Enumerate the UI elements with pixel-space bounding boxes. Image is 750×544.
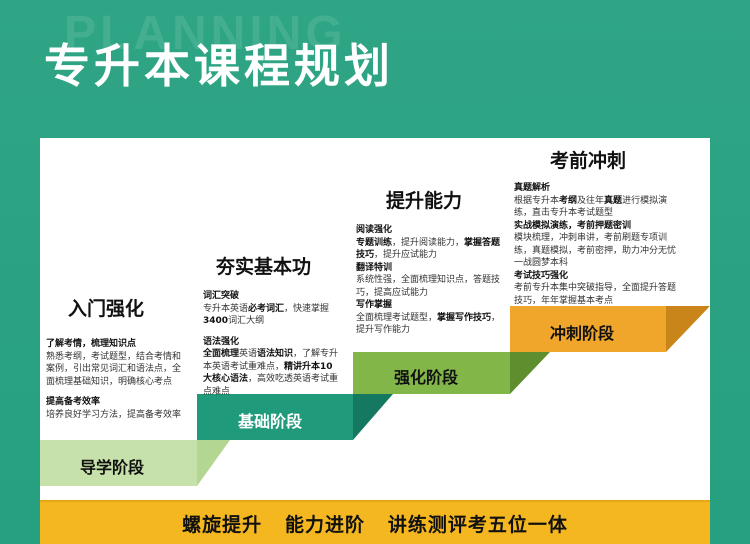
- stage1-title: 入门强化: [68, 298, 145, 320]
- stage2-heading2: 语法强化: [203, 336, 240, 347]
- step2-block: [197, 394, 353, 440]
- step2-shadow: [353, 394, 393, 440]
- step4-label: 冲刺阶段: [550, 324, 615, 343]
- stage3-heading1: 阅读强化: [356, 225, 393, 235]
- stage4-title: 考前冲刺: [550, 150, 627, 172]
- stage3-heading2: 翻译特训: [356, 262, 393, 273]
- stage4-heading2: 实战模拟演练，考前押题密训: [514, 220, 632, 231]
- stage1-body1: 熟悉考纲，考试题型，结合考情和案例，引出常见词汇和语法点，全面梳理基础知识，明确…: [46, 351, 182, 387]
- bottom-banner: 螺旋提升 能力进阶 讲练测评考五位一体: [40, 500, 710, 544]
- stage3-desc: 阅读强化 专题训练，提升阅读能力，掌握答题技巧，提升应试能力 翻译特训 系统性强…: [356, 224, 502, 337]
- stage4-body3: 考前专升本集中突破指导，全面提升答题技巧，年年掌握基本考点: [514, 283, 677, 306]
- stage2-desc: 词汇突破 专升本英语必考词汇，快速掌握3400词汇大纲 语法强化 全面梳理英语语…: [203, 290, 339, 398]
- step1-block: [40, 440, 197, 486]
- stage2-body1: 专升本英语必考词汇，快速掌握3400词汇大纲: [203, 303, 330, 327]
- step4-shadow: [666, 306, 710, 352]
- step1-shadow: [197, 440, 230, 486]
- step2-label: 基础阶段: [238, 412, 303, 431]
- stage4-heading3: 考试技巧强化: [514, 270, 569, 281]
- banner-text: 螺旋提升 能力进阶 讲练测评考五位一体: [182, 514, 568, 536]
- step4-block: [510, 306, 666, 352]
- stage3-body2: 系统性强，全面梳理知识点，答题技巧，提高应试能力: [356, 275, 501, 298]
- stage4-desc: 真题解析 根据专升本考纲及往年真题进行模拟演练，直击专升本考试题型 实战模拟演练…: [514, 182, 676, 307]
- stage3-body3: 全面梳理考试题型，掌握写作技巧，提升写作能力: [356, 312, 501, 336]
- stage2-body2: 全面梳理英语语法知识，了解专升本英语考试重难点，精讲升本10大核心语法，高效吃透…: [203, 349, 339, 397]
- page-title: 专升本课程规划: [44, 39, 394, 93]
- step3-shadow: [510, 352, 550, 394]
- stage2-heading1: 词汇突破: [203, 291, 240, 301]
- stage1-desc: 了解考情，梳理知识点 熟悉考纲，考试题型，结合考情和案例，引出常见词汇和语法点，…: [46, 338, 188, 421]
- stage4-body2: 模块梳理，冲刺串讲，考前刷题专项训练，真题模拟，考前密押，助力冲分无忧一战圆梦本…: [514, 233, 677, 268]
- stage1-heading1: 了解考情，梳理知识点: [46, 339, 137, 349]
- stage1-body2: 培养良好学习方法，提高备考效率: [46, 409, 182, 420]
- stage3-body1: 专题训练，提升阅读能力，掌握答题技巧，提升应试能力: [356, 237, 501, 261]
- stage1-heading2: 提高备考效率: [46, 397, 101, 407]
- stage2-title: 夯实基本功: [216, 256, 312, 278]
- staircase-graphic: [40, 306, 710, 486]
- step3-block: [353, 352, 510, 394]
- step1-label: 导学阶段: [80, 458, 145, 477]
- header-watermark: PLANNING: [64, 7, 347, 60]
- plan-card: 导学阶段 基础阶段 强化阶段 冲刺阶段 入门强化 了解考情，梳理知识点 熟悉考纲…: [40, 138, 710, 508]
- stage3-heading3: 写作掌握: [356, 300, 393, 310]
- stage4-body1: 根据专升本考纲及往年真题进行模拟演练，直击专升本考试题型: [514, 195, 668, 219]
- stage3-title: 提升能力: [386, 190, 463, 212]
- stage4-heading1: 真题解析: [514, 183, 551, 193]
- step3-label: 强化阶段: [394, 368, 459, 387]
